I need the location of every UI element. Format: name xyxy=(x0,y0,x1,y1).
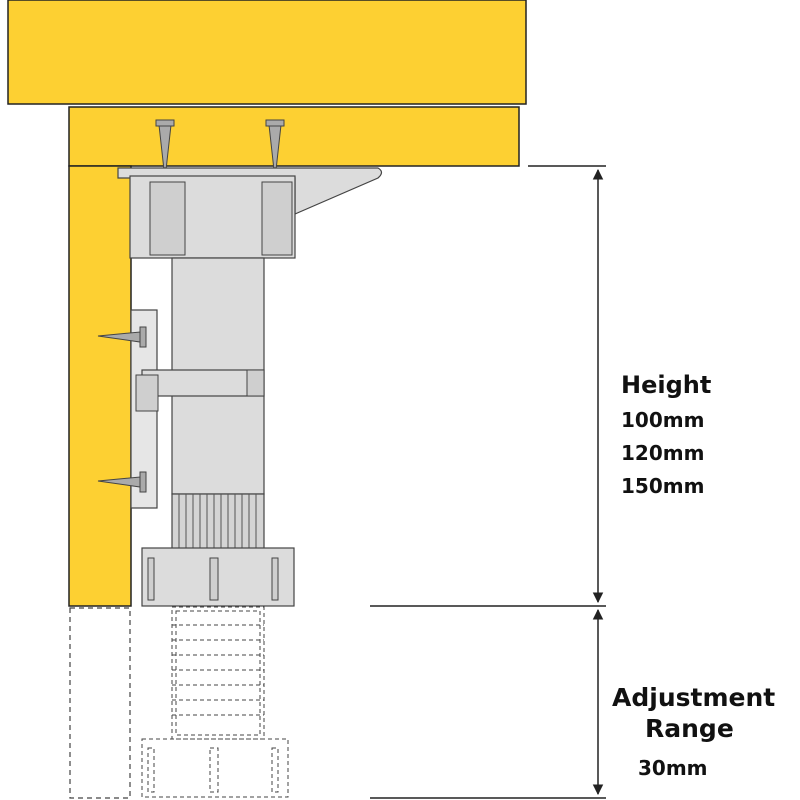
height-value-3: 150mm xyxy=(621,474,705,498)
adjustment-label-line2: Range xyxy=(645,714,734,743)
cabinet-base-panel xyxy=(68,106,520,167)
extended-foot-dashed xyxy=(141,738,289,798)
plinth-clip xyxy=(130,309,265,509)
side-panel-dashed-extension xyxy=(69,607,131,799)
leg-foot xyxy=(141,547,295,607)
leg-threaded-section xyxy=(171,493,265,551)
adjustment-label-line1: Adjustment xyxy=(612,683,776,712)
height-label: Height xyxy=(621,371,712,399)
height-value-2: 120mm xyxy=(621,441,705,465)
clip-screw-lower-icon xyxy=(97,471,147,493)
clip-screw-upper-icon xyxy=(97,326,147,348)
adjustment-value: 30mm xyxy=(638,756,708,780)
cabinet-side-panel xyxy=(68,165,132,607)
height-value-1: 100mm xyxy=(621,408,705,432)
extended-thread-dashed xyxy=(171,606,265,740)
worktop-board xyxy=(7,0,527,105)
leg-upper-housing xyxy=(129,175,296,259)
